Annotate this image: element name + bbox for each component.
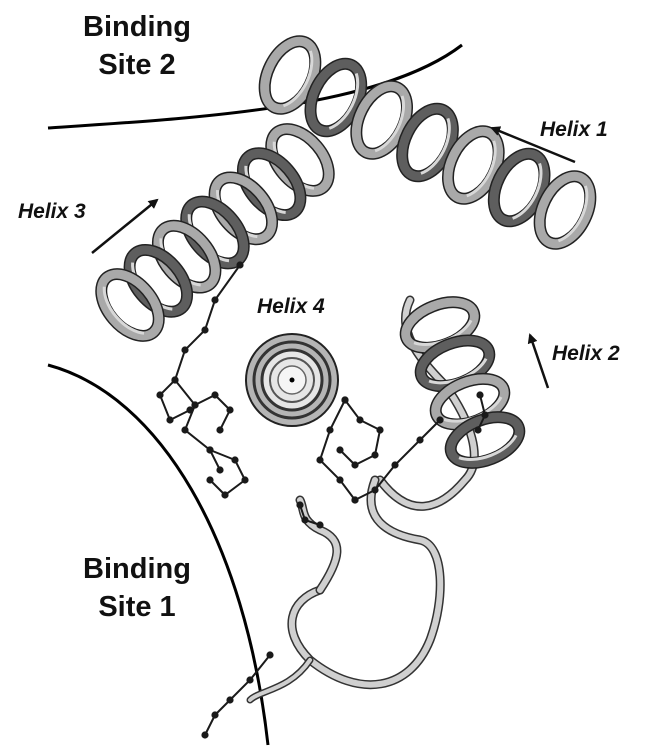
helix-1-label: Helix 1 [540,118,608,142]
atom [267,652,272,657]
atom [337,477,342,482]
atom [232,457,237,462]
binding-site-2-line1: Binding [52,8,222,46]
atom [207,447,212,452]
helix-2-direction-arrow [530,335,548,388]
atom [227,407,232,412]
atom [302,517,307,522]
atom [317,457,322,462]
atom [417,437,422,442]
atom [202,327,207,332]
atom [482,412,487,417]
atom [217,427,222,432]
atom [212,297,217,302]
binding-site-1-line1: Binding [52,550,222,588]
atom [187,407,192,412]
binding-site-1-label: Binding Site 1 [52,550,222,626]
atom [227,697,232,702]
side-chain-bonds [355,420,440,500]
atom [357,417,362,422]
atom [217,467,222,472]
atom [372,487,377,492]
atom [182,427,187,432]
atom [372,452,377,457]
atom [437,417,442,422]
helix-4-label: Helix 4 [257,295,325,319]
side-chain-bonds [210,450,245,495]
side-chain-bonds [160,380,190,420]
atom [297,502,302,507]
helix-turn [90,263,170,346]
atom [167,417,172,422]
atom [172,377,177,382]
atom [212,392,217,397]
atom [317,522,322,527]
atom [392,462,397,467]
binding-site-1-line2: Site 1 [52,588,222,626]
atom [192,402,197,407]
helix-3-label: Helix 3 [18,200,86,224]
atom [212,712,217,717]
atom [352,497,357,502]
atom [477,392,482,397]
atom [327,427,332,432]
atom [222,492,227,497]
helix-2-label: Helix 2 [552,342,620,366]
atom [207,477,212,482]
atom [352,462,357,467]
atom [182,347,187,352]
binding-site-2-label: Binding Site 2 [52,8,222,84]
atom [202,732,207,737]
atom [237,262,242,267]
atom [157,392,162,397]
helix-4-end-view [246,334,338,426]
atom [242,477,247,482]
atom [475,427,480,432]
atom [377,427,382,432]
side-chain-bonds [195,395,230,430]
atom [247,677,252,682]
atom [342,397,347,402]
binding-site-2-line2: Site 2 [52,46,222,84]
atom [337,447,342,452]
helix-2-ribbon [399,293,526,471]
